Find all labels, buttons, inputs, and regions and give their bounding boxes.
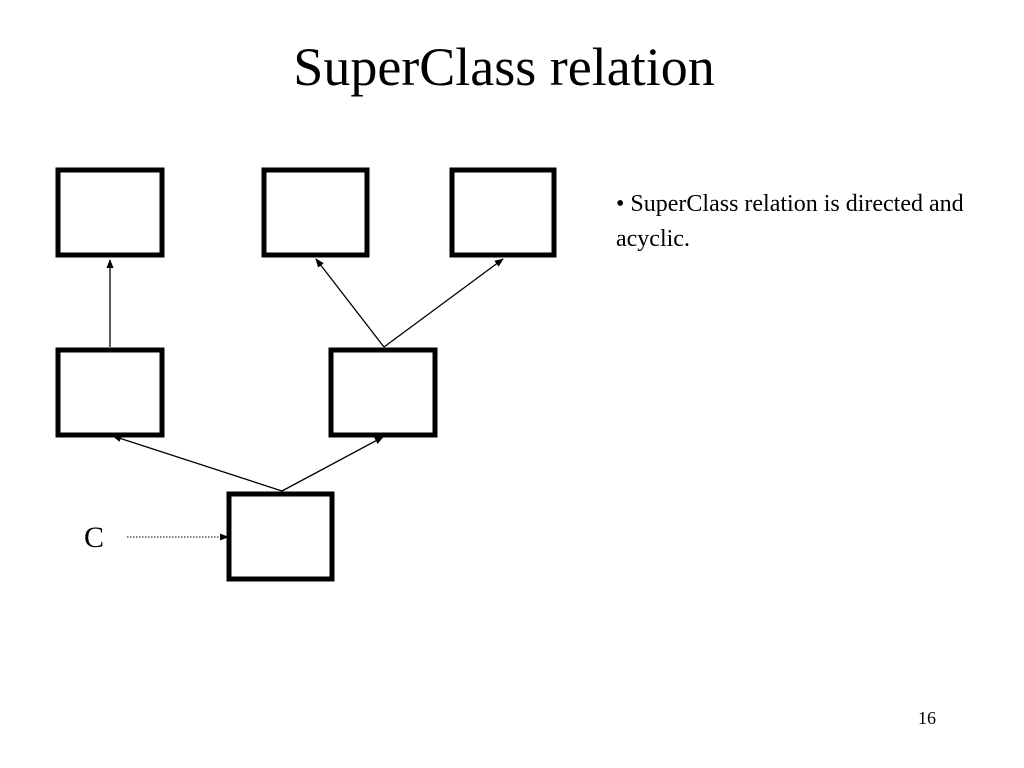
class-box-middle-right [328, 347, 438, 438]
slide-title: SuperClass relation [293, 37, 715, 97]
class-box-c [226, 491, 335, 582]
class-box-middle-left [55, 347, 165, 438]
class-label-c: C [84, 521, 104, 554]
superclass-arrow-c-to-middle-left [112, 435, 283, 492]
class-box-top-right [449, 167, 557, 258]
superclass-arrow-middle-right-to-top-middle [315, 258, 385, 348]
page-number: 16 [918, 708, 936, 728]
class-box-top-left [55, 167, 165, 258]
superclass-arrow-c-to-middle-right [281, 436, 384, 492]
class-box-top-middle [261, 167, 370, 258]
superclass-arrow-middle-right-to-top-right [383, 258, 504, 348]
bullet-text: • SuperClass relation is directed and ac… [616, 191, 964, 252]
